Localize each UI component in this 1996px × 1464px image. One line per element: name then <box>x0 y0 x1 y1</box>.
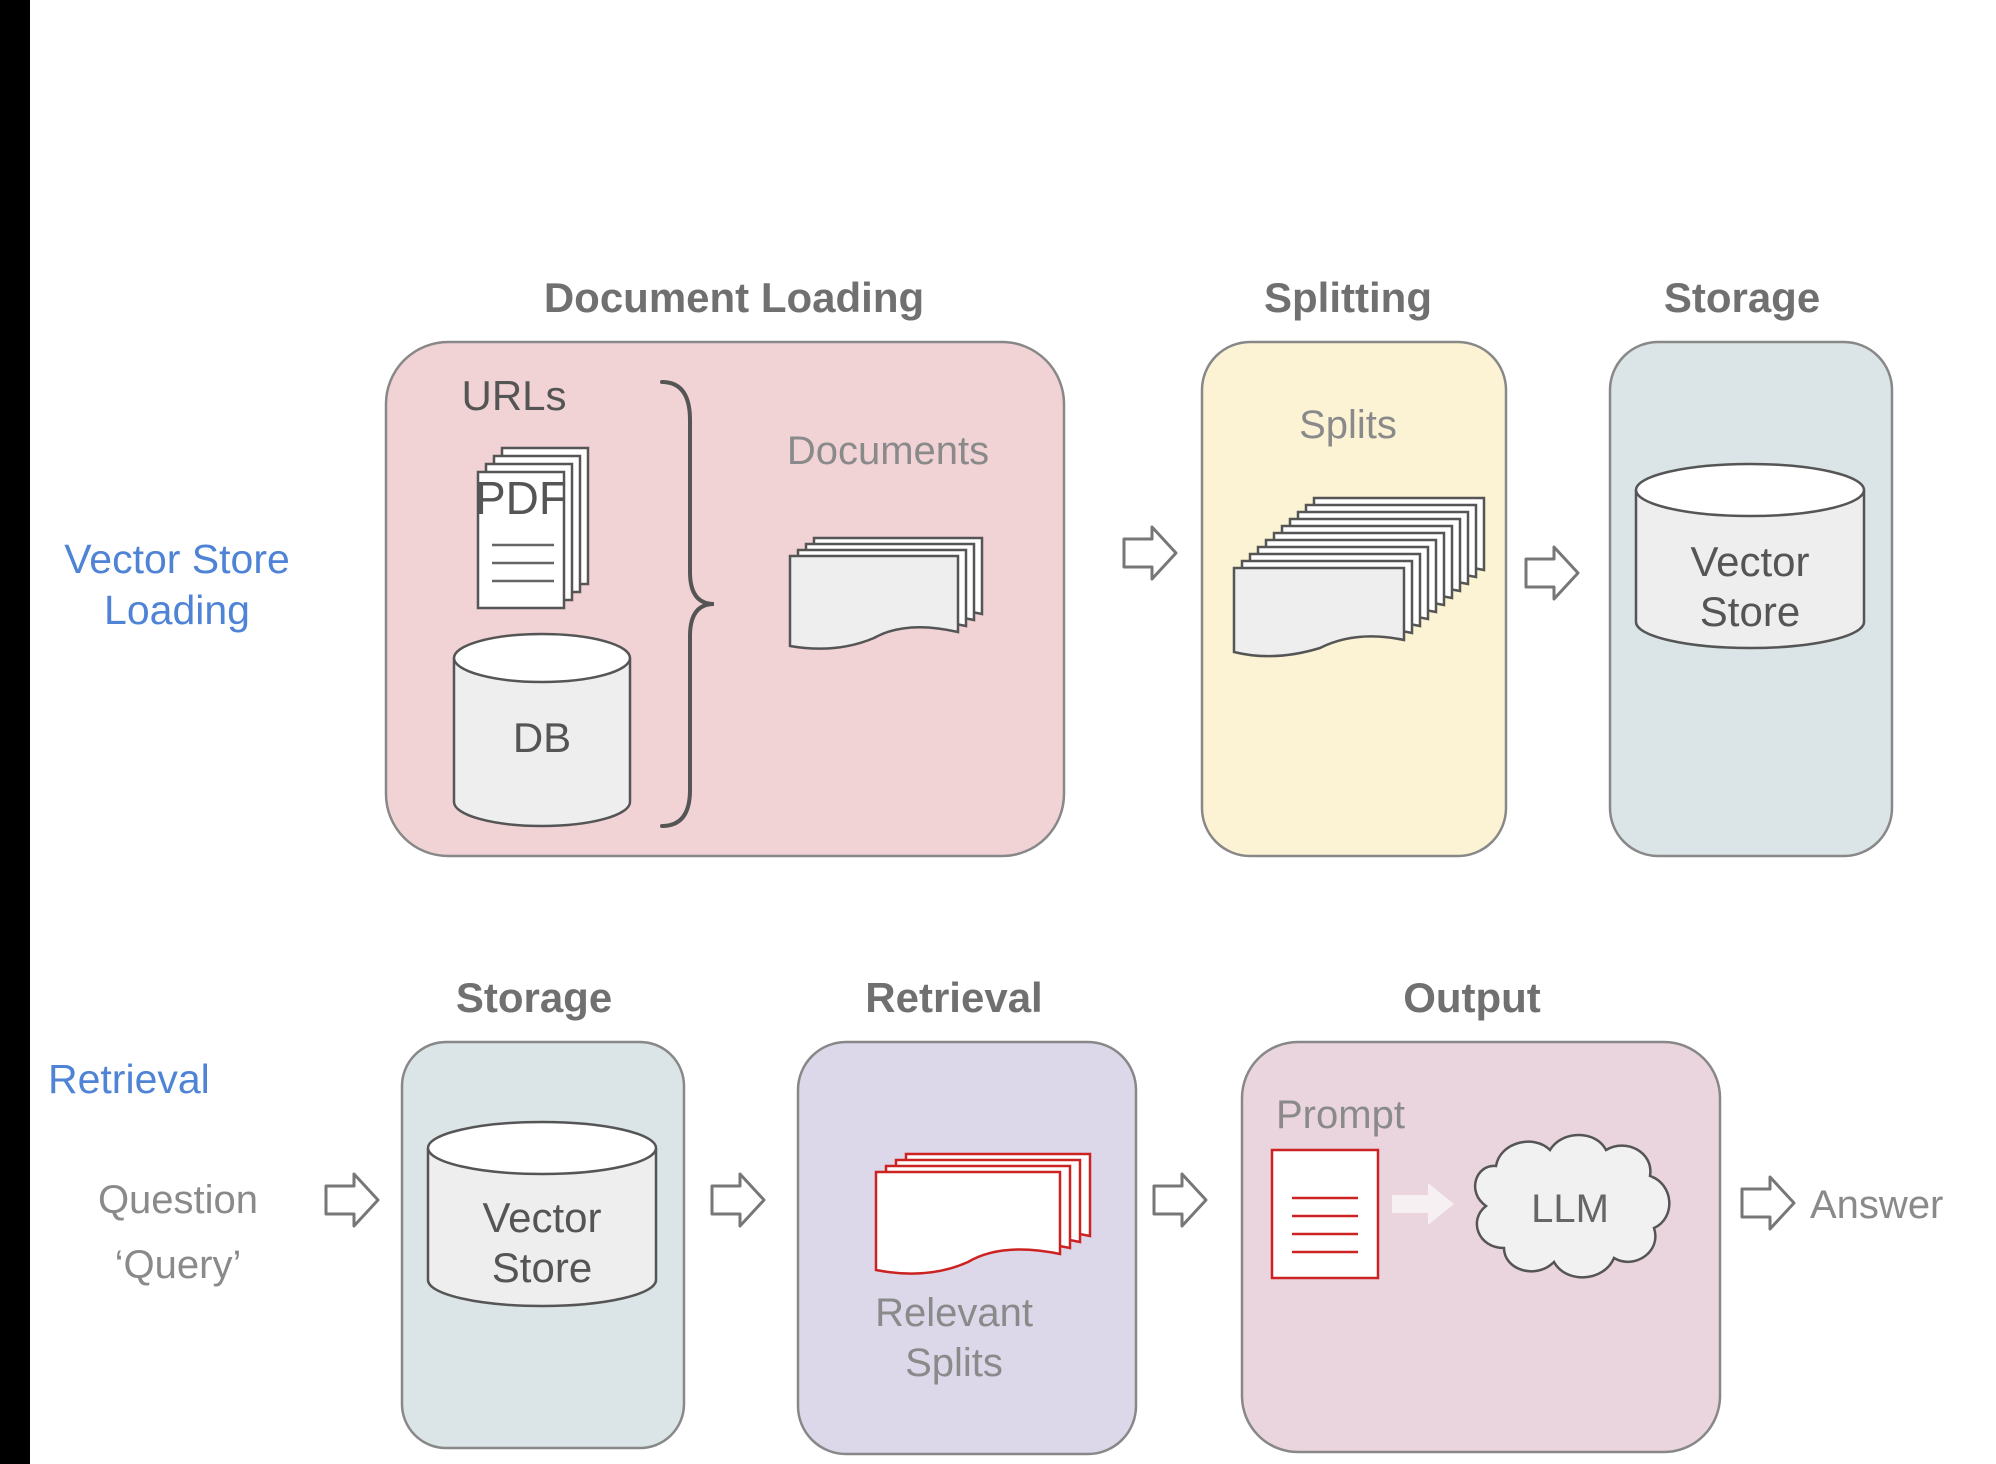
panel-title-storage-top: Storage <box>1664 274 1820 321</box>
prompt-to-llm-arrow <box>1392 1183 1454 1225</box>
row-label-loading-line2: Loading <box>104 587 250 633</box>
document-stack-icon <box>788 536 984 650</box>
panel-title-storage-bottom: Storage <box>456 974 612 1021</box>
panel-title-output: Output <box>1403 974 1541 1021</box>
answer-label: Answer <box>1810 1183 1943 1227</box>
llm-label: LLM <box>1531 1187 1609 1231</box>
panel-title-splitting: Splitting <box>1264 274 1432 321</box>
panel-title-retrieval: Retrieval <box>865 974 1042 1021</box>
split-page-icon <box>1232 566 1406 658</box>
vector-store-top-line2: Store <box>1700 588 1800 635</box>
vector-store-bottom-line2: Store <box>492 1244 592 1291</box>
question-line2: ‘Query’ <box>115 1243 242 1287</box>
flow-arrow-icon <box>1524 545 1580 601</box>
vector-store-bottom-line1: Vector <box>482 1194 601 1241</box>
pdf-document-icon <box>476 446 590 610</box>
curly-brace-icon <box>660 380 715 828</box>
database-cylinder-icon <box>452 632 632 828</box>
db-label: DB <box>513 714 571 761</box>
llm-cloud-icon <box>1474 1133 1671 1279</box>
row-label-retrieval: Retrieval <box>48 1056 210 1102</box>
pdf-label: PDF <box>475 472 567 524</box>
flow-arrow-icon <box>1122 525 1178 581</box>
panel-title-document-loading: Document Loading <box>544 274 924 321</box>
flow-arrow-icon <box>710 1172 766 1228</box>
relevant-splits-line1: Relevant <box>875 1291 1033 1335</box>
splits-label: Splits <box>1299 403 1397 447</box>
diagram-canvas: Vector Store Loading Retrieval Document … <box>30 0 1996 1464</box>
relevant-splits-line2: Splits <box>905 1341 1003 1385</box>
vector-store-cylinder-icon <box>1634 462 1866 650</box>
split-stack-icon <box>1232 496 1486 658</box>
flow-arrow-icon <box>1152 1172 1208 1228</box>
prompt-document-icon <box>1270 1148 1380 1280</box>
flow-arrow-icon <box>1740 1175 1796 1231</box>
documents-label: Documents <box>787 429 989 473</box>
flow-arrow-icon <box>324 1172 380 1228</box>
relevant-splits-stack-icon <box>874 1152 1092 1275</box>
question-line1: Question <box>98 1178 258 1222</box>
row-label-loading-line1: Vector Store <box>64 536 290 582</box>
vector-store-top-line1: Vector <box>1690 538 1809 585</box>
prompt-label: Prompt <box>1276 1093 1405 1137</box>
urls-label: URLs <box>461 372 566 419</box>
rag-pipeline-diagram: Vector Store Loading Retrieval Document … <box>48 274 1943 1456</box>
vector-store-cylinder-icon <box>426 1120 658 1308</box>
